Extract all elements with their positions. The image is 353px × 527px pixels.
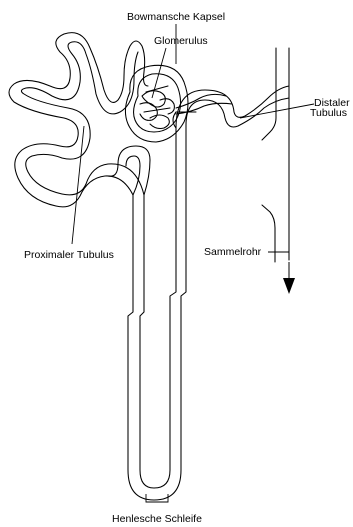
glomerulus-leader — [152, 48, 166, 98]
bowman-capsule — [125, 65, 188, 142]
collecting-duct — [262, 48, 289, 262]
label-proximal-tubule: Proximaler Tubulus — [24, 249, 114, 261]
collecting-duct-arrow — [283, 262, 295, 294]
label-collecting-duct: Sammelrohr — [204, 246, 262, 258]
loop-of-henle — [128, 165, 186, 500]
leader-lines — [72, 24, 314, 502]
proximal-leader — [72, 126, 84, 244]
label-distal-tubule-line2: Tubulus — [310, 107, 347, 119]
label-bowman-capsule: Bowmansche Kapsel — [127, 11, 225, 23]
label-glomerulus: Glomerulus — [154, 35, 208, 47]
labels: Bowmansche Kapsel Glomerulus Distaler Tu… — [24, 11, 350, 525]
proximal-tubule — [9, 33, 150, 207]
distal-leader — [240, 104, 314, 118]
distal-tubule — [173, 86, 289, 165]
label-loop-of-henle: Henlesche Schleife — [112, 513, 202, 525]
